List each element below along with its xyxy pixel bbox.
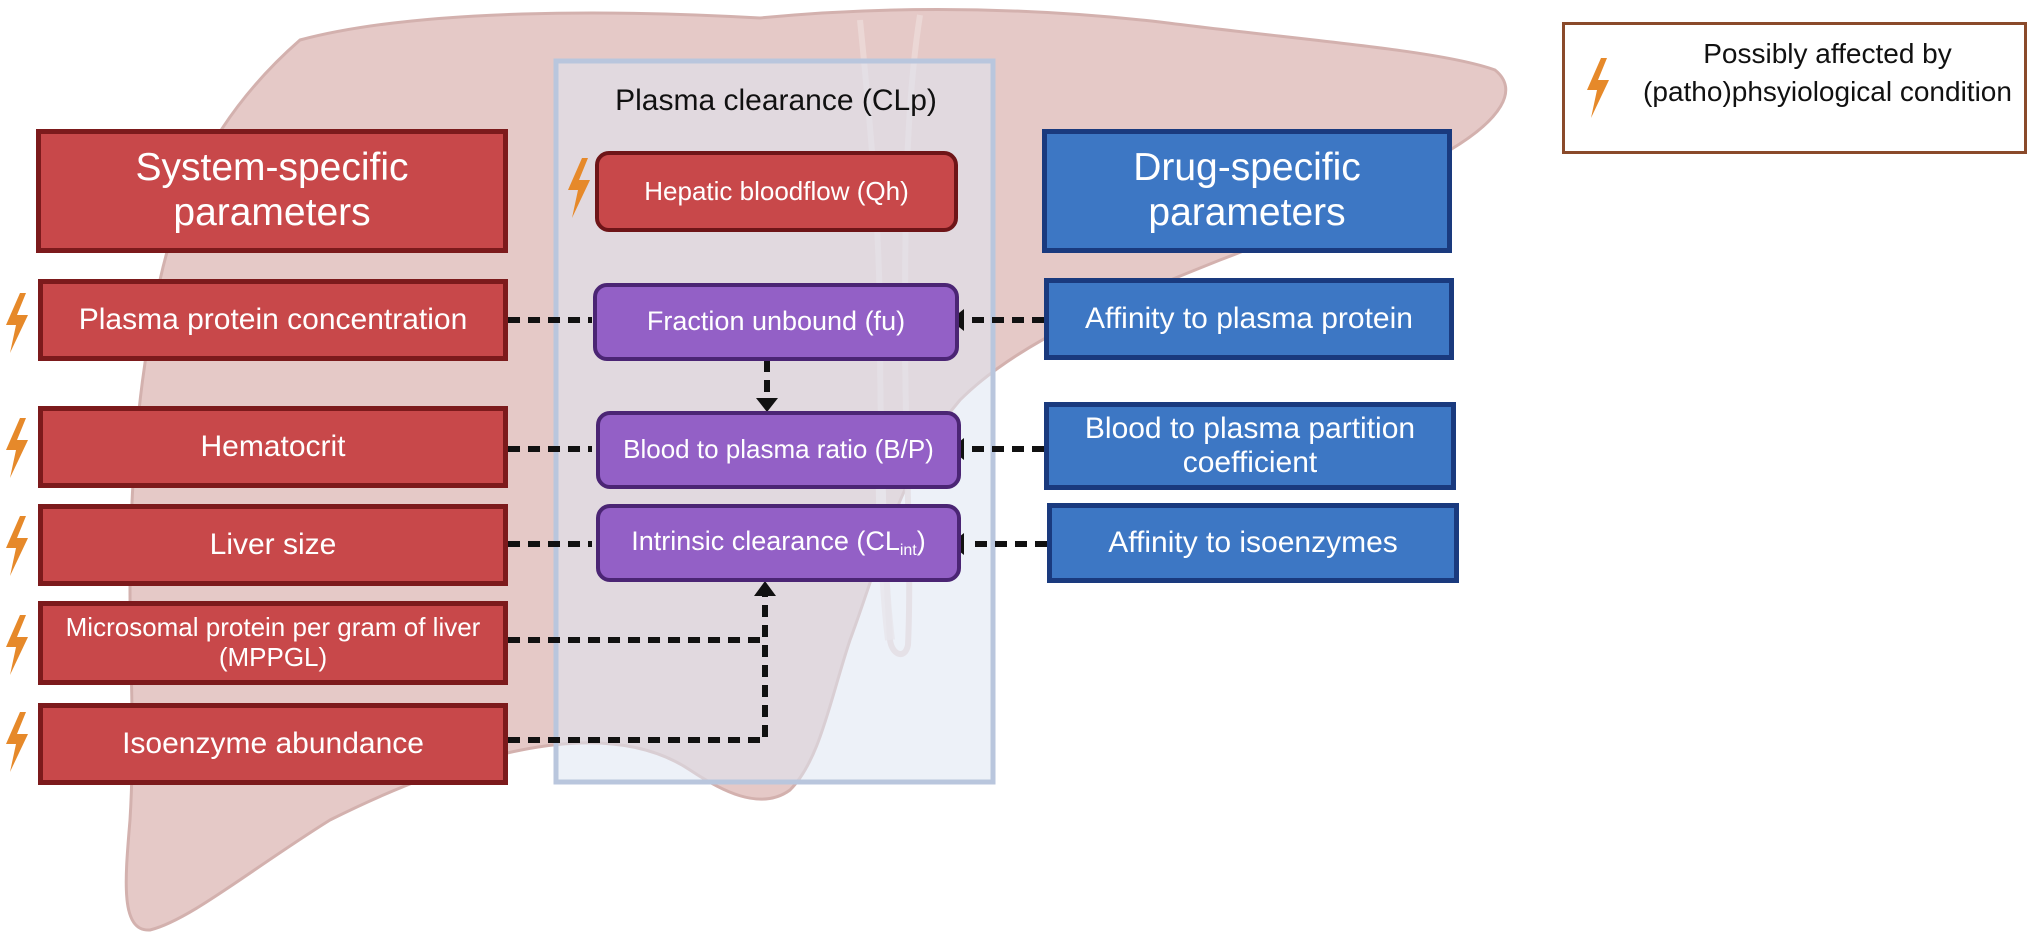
lightning-bolt-icon [568, 158, 590, 218]
legend-box: Possibly affected by (patho)phsyiologica… [1562, 22, 2027, 154]
hepatic-bloodflow-box: Hepatic bloodflow (Qh) [595, 151, 958, 232]
drug-specific-header-label: Drug-specific parameters [1133, 146, 1361, 234]
isoenzyme-abundance-box: Isoenzyme abundance [38, 703, 508, 785]
lightning-bolt-icon [6, 516, 28, 576]
affinity-isoenzymes-label: Affinity to isoenzymes [1108, 525, 1398, 559]
plasma-protein-box: Plasma protein concentration [38, 279, 508, 361]
intrinsic-clearance-prefix: Intrinsic clearance (CL [631, 525, 900, 556]
fraction-unbound-label: Fraction unbound (fu) [646, 306, 906, 337]
hematocrit-label: Hematocrit [200, 429, 346, 463]
intrinsic-clearance-box: Intrinsic clearance (CLint) [596, 504, 961, 582]
connector-isoenzyme [508, 590, 768, 743]
arrowhead-intrinsic [754, 581, 776, 596]
fraction-unbound-box: Fraction unbound (fu) [593, 283, 959, 361]
system-specific-header-label: System-specific parameters [135, 146, 409, 234]
clearance-title: Plasma clearance (CLp) [615, 84, 937, 117]
drug-specific-header: Drug-specific parameters [1042, 129, 1452, 253]
lightning-bolt-icon [6, 712, 28, 772]
lightning-bolt-icon [6, 615, 28, 675]
mppgl-box: Microsomal protein per gram of liver (MP… [38, 601, 508, 685]
hematocrit-box: Hematocrit [38, 406, 508, 488]
partition-coefficient-label: Blood to plasma partition coefficient [1084, 411, 1416, 480]
intrinsic-clearance-label: Intrinsic clearance (CLint) [631, 526, 926, 560]
affinity-isoenzymes-box: Affinity to isoenzymes [1047, 503, 1459, 583]
blood-plasma-ratio-label: Blood to plasma ratio (B/P) [623, 434, 934, 465]
affinity-plasma-box: Affinity to plasma protein [1044, 278, 1454, 360]
liver-size-box: Liver size [38, 504, 508, 586]
isoenzyme-abundance-label: Isoenzyme abundance [122, 726, 424, 760]
liver-size-label: Liver size [209, 527, 337, 561]
system-specific-header: System-specific parameters [36, 129, 508, 253]
connector-group [508, 317, 1047, 743]
legend-text: Possibly affected by (patho)phsyiologica… [1643, 38, 2012, 107]
plasma-protein-label: Plasma protein concentration [78, 302, 468, 336]
partition-coefficient-box: Blood to plasma partition coefficient [1044, 402, 1456, 490]
hepatic-bloodflow-label: Hepatic bloodflow (Qh) [644, 175, 909, 206]
blood-plasma-ratio-box: Blood to plasma ratio (B/P) [596, 411, 961, 489]
mppgl-label: Microsomal protein per gram of liver (MP… [65, 612, 481, 672]
lightning-bolt-icon [6, 418, 28, 478]
lightning-bolt-icon [1587, 58, 1609, 118]
arrowhead-fu-bp [756, 398, 778, 412]
affinity-plasma-label: Affinity to plasma protein [1085, 301, 1413, 335]
lightning-bolt-icon [6, 293, 28, 353]
intrinsic-clearance-subscript: int [899, 541, 917, 559]
intrinsic-clearance-suffix: ) [916, 525, 926, 556]
